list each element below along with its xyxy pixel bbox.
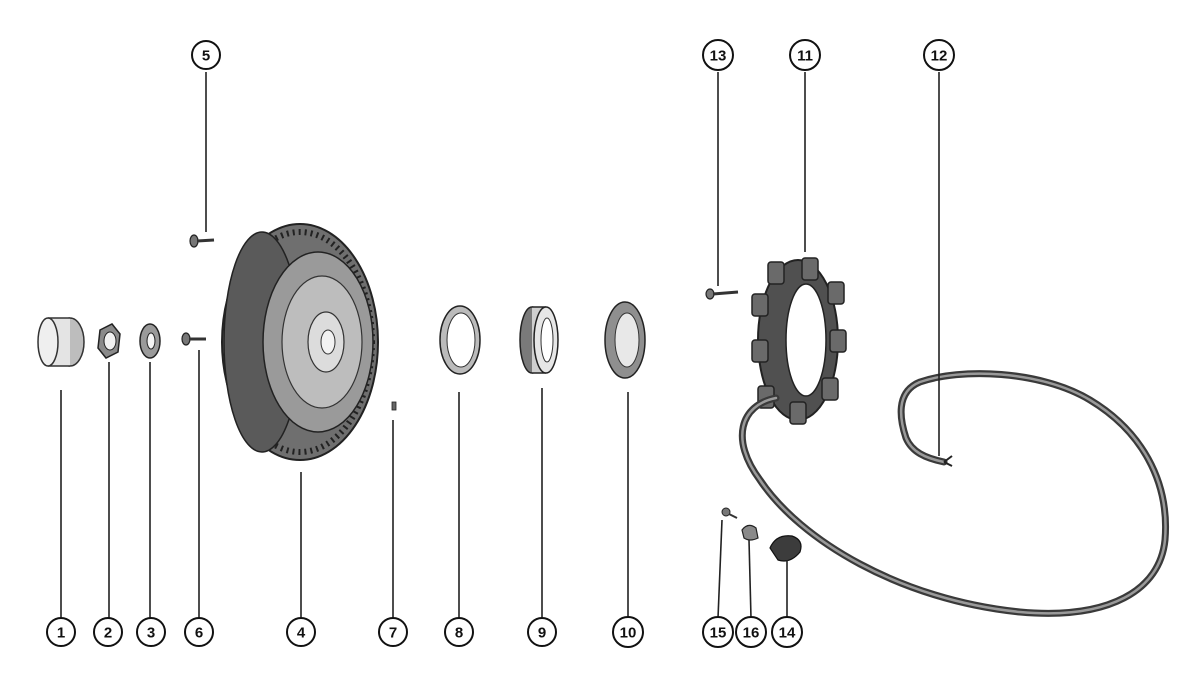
callout-16: 16 <box>735 616 767 648</box>
callout-15: 15 <box>702 616 734 648</box>
callout-8-label: 8 <box>455 625 463 642</box>
callout-1: 1 <box>46 617 76 647</box>
part-8-ring <box>439 305 481 375</box>
callout-1-label: 1 <box>57 625 65 642</box>
callout-4-label: 4 <box>297 625 306 642</box>
callout-9: 9 <box>527 617 557 647</box>
callout-9-label: 9 <box>538 625 546 642</box>
callout-12-label: 12 <box>931 48 948 65</box>
callout-10-label: 10 <box>620 625 637 642</box>
part-9-bushing <box>519 306 559 374</box>
part-12-wire-harness <box>738 370 1170 617</box>
callout-13: 13 <box>702 39 734 71</box>
part-14-clip <box>769 535 802 562</box>
callout-7: 7 <box>378 617 408 647</box>
part-16-clamp <box>741 524 759 541</box>
part-13-screw <box>705 288 739 300</box>
part-11-stator <box>751 257 847 425</box>
callout-6: 6 <box>184 617 214 647</box>
callout-3-label: 3 <box>147 625 155 642</box>
leader-lines <box>60 72 940 619</box>
callout-7-label: 7 <box>389 625 397 642</box>
callout-14-label: 14 <box>779 625 796 642</box>
part-3-washer <box>139 323 161 359</box>
callout-14: 14 <box>771 616 803 648</box>
part-6-screw <box>181 332 206 346</box>
callout-16-label: 16 <box>743 625 760 642</box>
callout-13-label: 13 <box>710 48 727 65</box>
callout-6-label: 6 <box>195 625 203 642</box>
callout-5-label: 5 <box>202 48 210 65</box>
callout-15-label: 15 <box>710 625 727 642</box>
part-5-screw <box>189 234 215 248</box>
callout-12: 12 <box>923 39 955 71</box>
part-15-screw <box>721 507 738 519</box>
callout-5: 5 <box>191 40 221 70</box>
part-1-cap <box>37 317 85 367</box>
callout-4: 4 <box>286 617 316 647</box>
callout-2: 2 <box>93 617 123 647</box>
callout-11: 11 <box>789 39 821 71</box>
callout-2-label: 2 <box>104 625 112 642</box>
callout-11-label: 11 <box>797 48 813 65</box>
part-7-key <box>391 401 397 411</box>
callout-10: 10 <box>612 616 644 648</box>
part-4-flywheel <box>221 223 379 461</box>
callout-8: 8 <box>444 617 474 647</box>
part-10-ring <box>604 301 646 379</box>
callout-3: 3 <box>136 617 166 647</box>
part-2-nut <box>97 323 121 359</box>
